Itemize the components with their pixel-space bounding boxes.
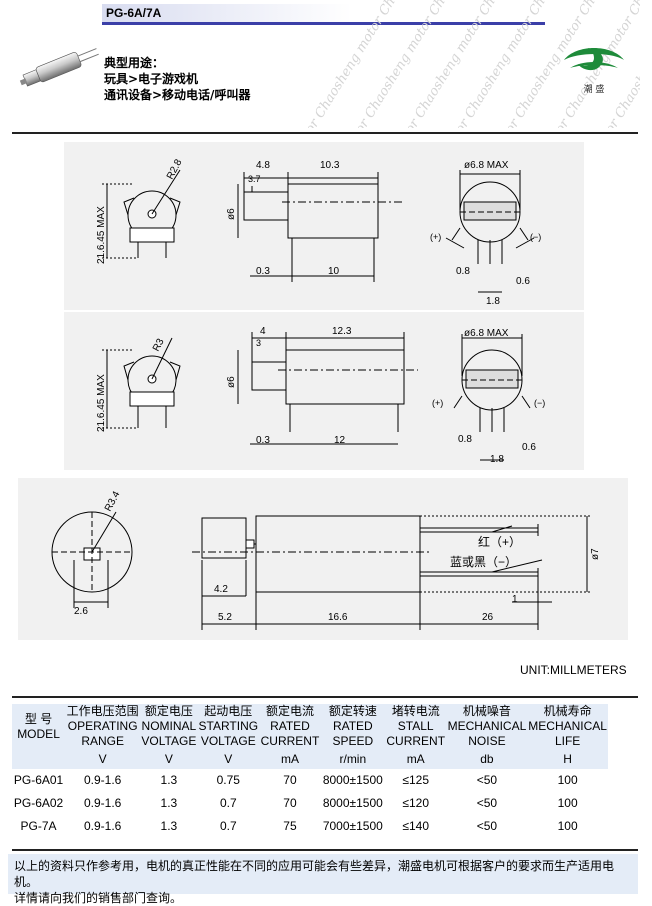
row1-p1: 0.8	[456, 266, 470, 277]
row2-dim-b1: 0.3	[256, 435, 270, 446]
unit-label: UNIT:MILLMETERS	[520, 663, 627, 677]
company-logo: 潮 盛	[558, 38, 630, 98]
logo-mark-icon	[564, 48, 624, 71]
drawing-svg: R2.8 21.6.45 MAX 4.8 10.3 3.7 ø6 0.3 10 …	[51, 157, 601, 630]
row1-plus: (+)	[430, 232, 441, 242]
row3-dim-d: 26	[482, 612, 494, 623]
row2-p2: 0.6	[522, 442, 536, 453]
row2-radius: R3	[151, 337, 167, 354]
row2-dim-top1: 4	[260, 326, 266, 337]
row1-front-dia: ø6.8 MAX	[464, 160, 509, 171]
row3-blue-wire: 蓝或黑（−）	[450, 555, 517, 569]
usage-line1: 玩具>电子游戏机	[104, 72, 199, 86]
row2-dim-b2: 12	[334, 435, 346, 446]
row2-front-dia: ø6.8 MAX	[464, 328, 509, 339]
row1-p2: 0.6	[516, 276, 530, 287]
header-rule	[12, 132, 638, 134]
usage-line2: 通讯设备>移动电话/呼叫器	[104, 88, 251, 102]
disclaimer-note: 以上的资料只作参考用，电机的真正性能在不同的应用可能会有些差异，潮盛电机可根据客…	[8, 854, 638, 905]
row1-minus: (−)	[530, 232, 541, 242]
row2-dim-top2: 12.3	[332, 326, 352, 337]
usage-title: 典型用途：	[104, 56, 165, 70]
row1-dim-b1: 0.3	[256, 266, 270, 277]
row2-p1: 0.8	[458, 434, 472, 445]
row2-dia: ø6	[226, 376, 237, 388]
drawing-panel-1	[64, 142, 584, 310]
mid-rule	[12, 696, 638, 698]
row3-dia: ø7	[590, 548, 601, 560]
row2-height: 21.6.45 MAX	[96, 374, 107, 432]
row2-minus: (−)	[534, 398, 545, 408]
row1-height: 21.6.45 MAX	[96, 206, 107, 264]
row2-dim-sub: 3	[256, 338, 261, 348]
row3-red-wire: 红（+）	[478, 534, 521, 549]
row1-dim-top2: 10.3	[320, 160, 340, 171]
bottom-rule	[12, 849, 638, 851]
model-title: PG-6A/7A	[102, 4, 352, 22]
motor-photo	[19, 48, 99, 87]
technical-drawings: R2.8 21.6.45 MAX 4.8 10.3 3.7 ø6 0.3 10 …	[12, 140, 638, 650]
note-line2: 详情请向我们的销售部门查询。	[14, 891, 183, 905]
row3-dim-e: 1	[512, 594, 518, 605]
row1-dim-top1: 4.8	[256, 160, 270, 171]
table-units-row: V V V mA r/min mA db H	[12, 749, 608, 769]
row1-dim-sub: 3.7	[248, 174, 261, 184]
row1-p3: 1.8	[486, 296, 500, 307]
row1-radius: R2.8	[165, 157, 185, 181]
row3-dim-c: 16.6	[328, 612, 348, 623]
row1-dim-b2: 10	[328, 266, 340, 277]
row3-dim-b: 5.2	[218, 612, 232, 623]
row2-plus: (+)	[432, 398, 443, 408]
row3-radius: R3.4	[103, 489, 123, 513]
logo-caption: 潮 盛	[583, 85, 605, 95]
title-rule	[102, 22, 545, 25]
row1-dia: ø6	[226, 208, 237, 220]
row3-dim-a: 4.2	[214, 584, 228, 595]
note-line1: 以上的资料只作参考用，电机的真正性能在不同的应用可能会有些差异，潮盛电机可根据客…	[14, 859, 615, 889]
usage-block: 典型用途： 玩具>电子游戏机 通讯设备>移动电话/呼叫器	[104, 55, 250, 103]
row2-p3: 1.8	[490, 454, 504, 465]
drawing-panel-3	[18, 478, 628, 640]
row3-dim-left: 2.6	[74, 606, 88, 617]
